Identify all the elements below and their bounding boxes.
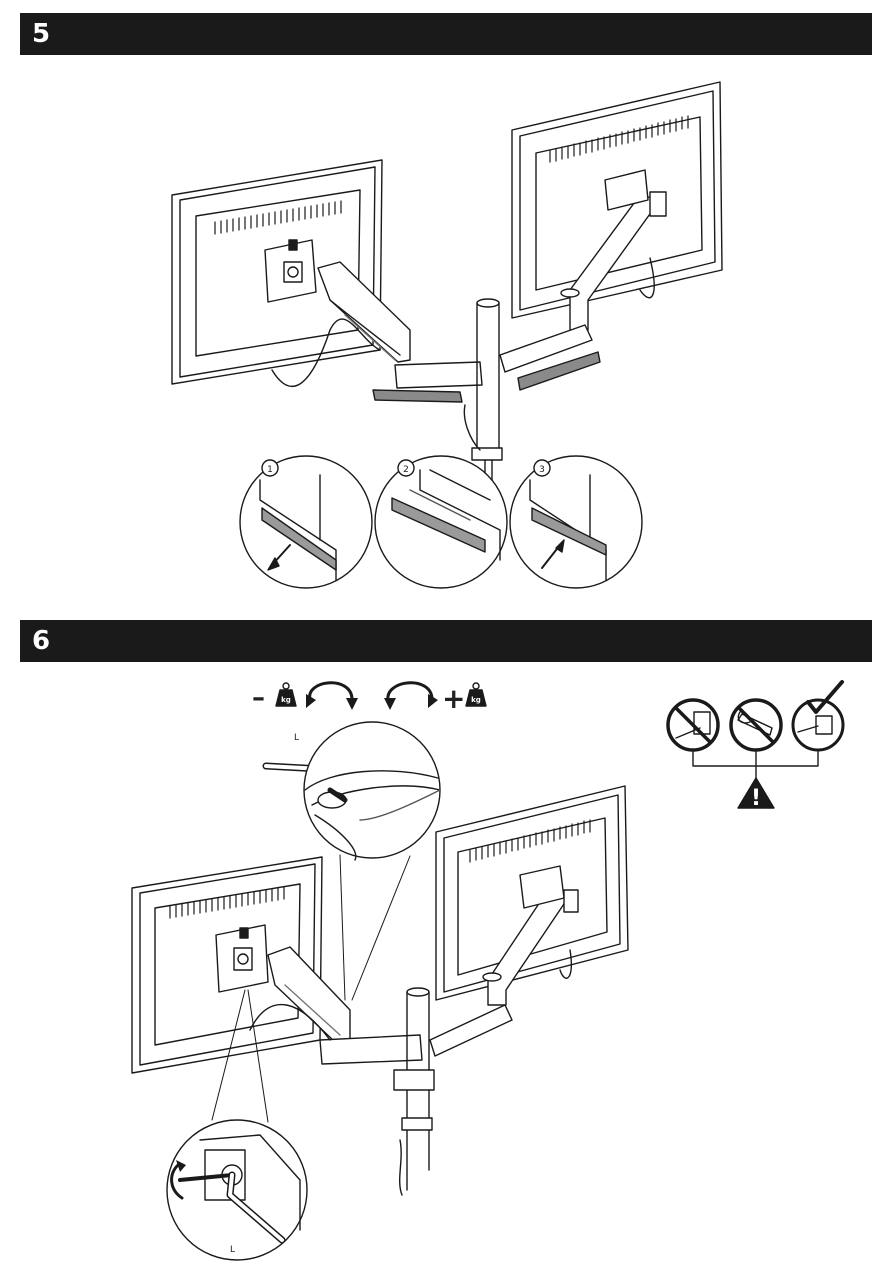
plus-sign: + [442,682,465,715]
right-gas-spring-arm [429,865,579,1057]
left-vesa-mount [215,924,269,993]
pole [471,298,503,481]
rotate-arrows-icon [170,1160,186,1200]
tool-label-bottom: L [230,1245,235,1255]
tool-label-top: L [294,733,299,743]
right-gas-spring-arm [499,169,667,373]
zoom-circle-spring-screw [303,721,441,1001]
check-icon [791,680,845,752]
svg-text:!: ! [751,786,761,811]
prohibited-icon [666,698,720,752]
step-5-dual-monitor-illustration: 1 2 3 [171,81,723,589]
left-vesa-mount [264,239,317,303]
kg-weight-icon: kg [275,682,297,707]
cable-cover-left [372,389,463,403]
weight-adjust-legend: – kg + kg [252,681,487,715]
svg-text:kg: kg [471,696,481,704]
detail-circle-1: 1 [239,455,373,589]
step-6-header: 6 [20,620,872,662]
callout-3: 3 [539,465,545,475]
step-5-number: 5 [32,19,51,49]
step-6-number: 6 [32,626,51,656]
left-gas-spring-arm [317,261,483,389]
rotate-ccw-icon [306,681,358,710]
callout-2: 2 [403,465,409,475]
warning-triangle-icon: ! [737,777,775,811]
svg-text:kg: kg [281,696,291,704]
center-cable [463,404,481,451]
detail-circle-3: 3 [509,455,643,589]
left-gas-spring-arm [249,946,423,1065]
rotate-cw-icon [384,681,438,710]
minus-sign: – [252,683,265,713]
kg-weight-icon: kg [465,682,487,707]
step-6-tension-adjust-illustration: – kg + kg [131,680,845,1261]
pole [393,987,435,1196]
left-cable [271,318,381,388]
right-cable [639,257,655,299]
zoom-circle-tilt-screw: L [166,989,308,1261]
cable-warning-group: ! [666,680,845,811]
detail-circle-2: 2 [374,455,508,589]
step-5-header: 5 [20,13,872,55]
cable-cover-right [517,351,601,391]
prohibited-icon [729,698,783,752]
callout-1: 1 [267,465,273,475]
